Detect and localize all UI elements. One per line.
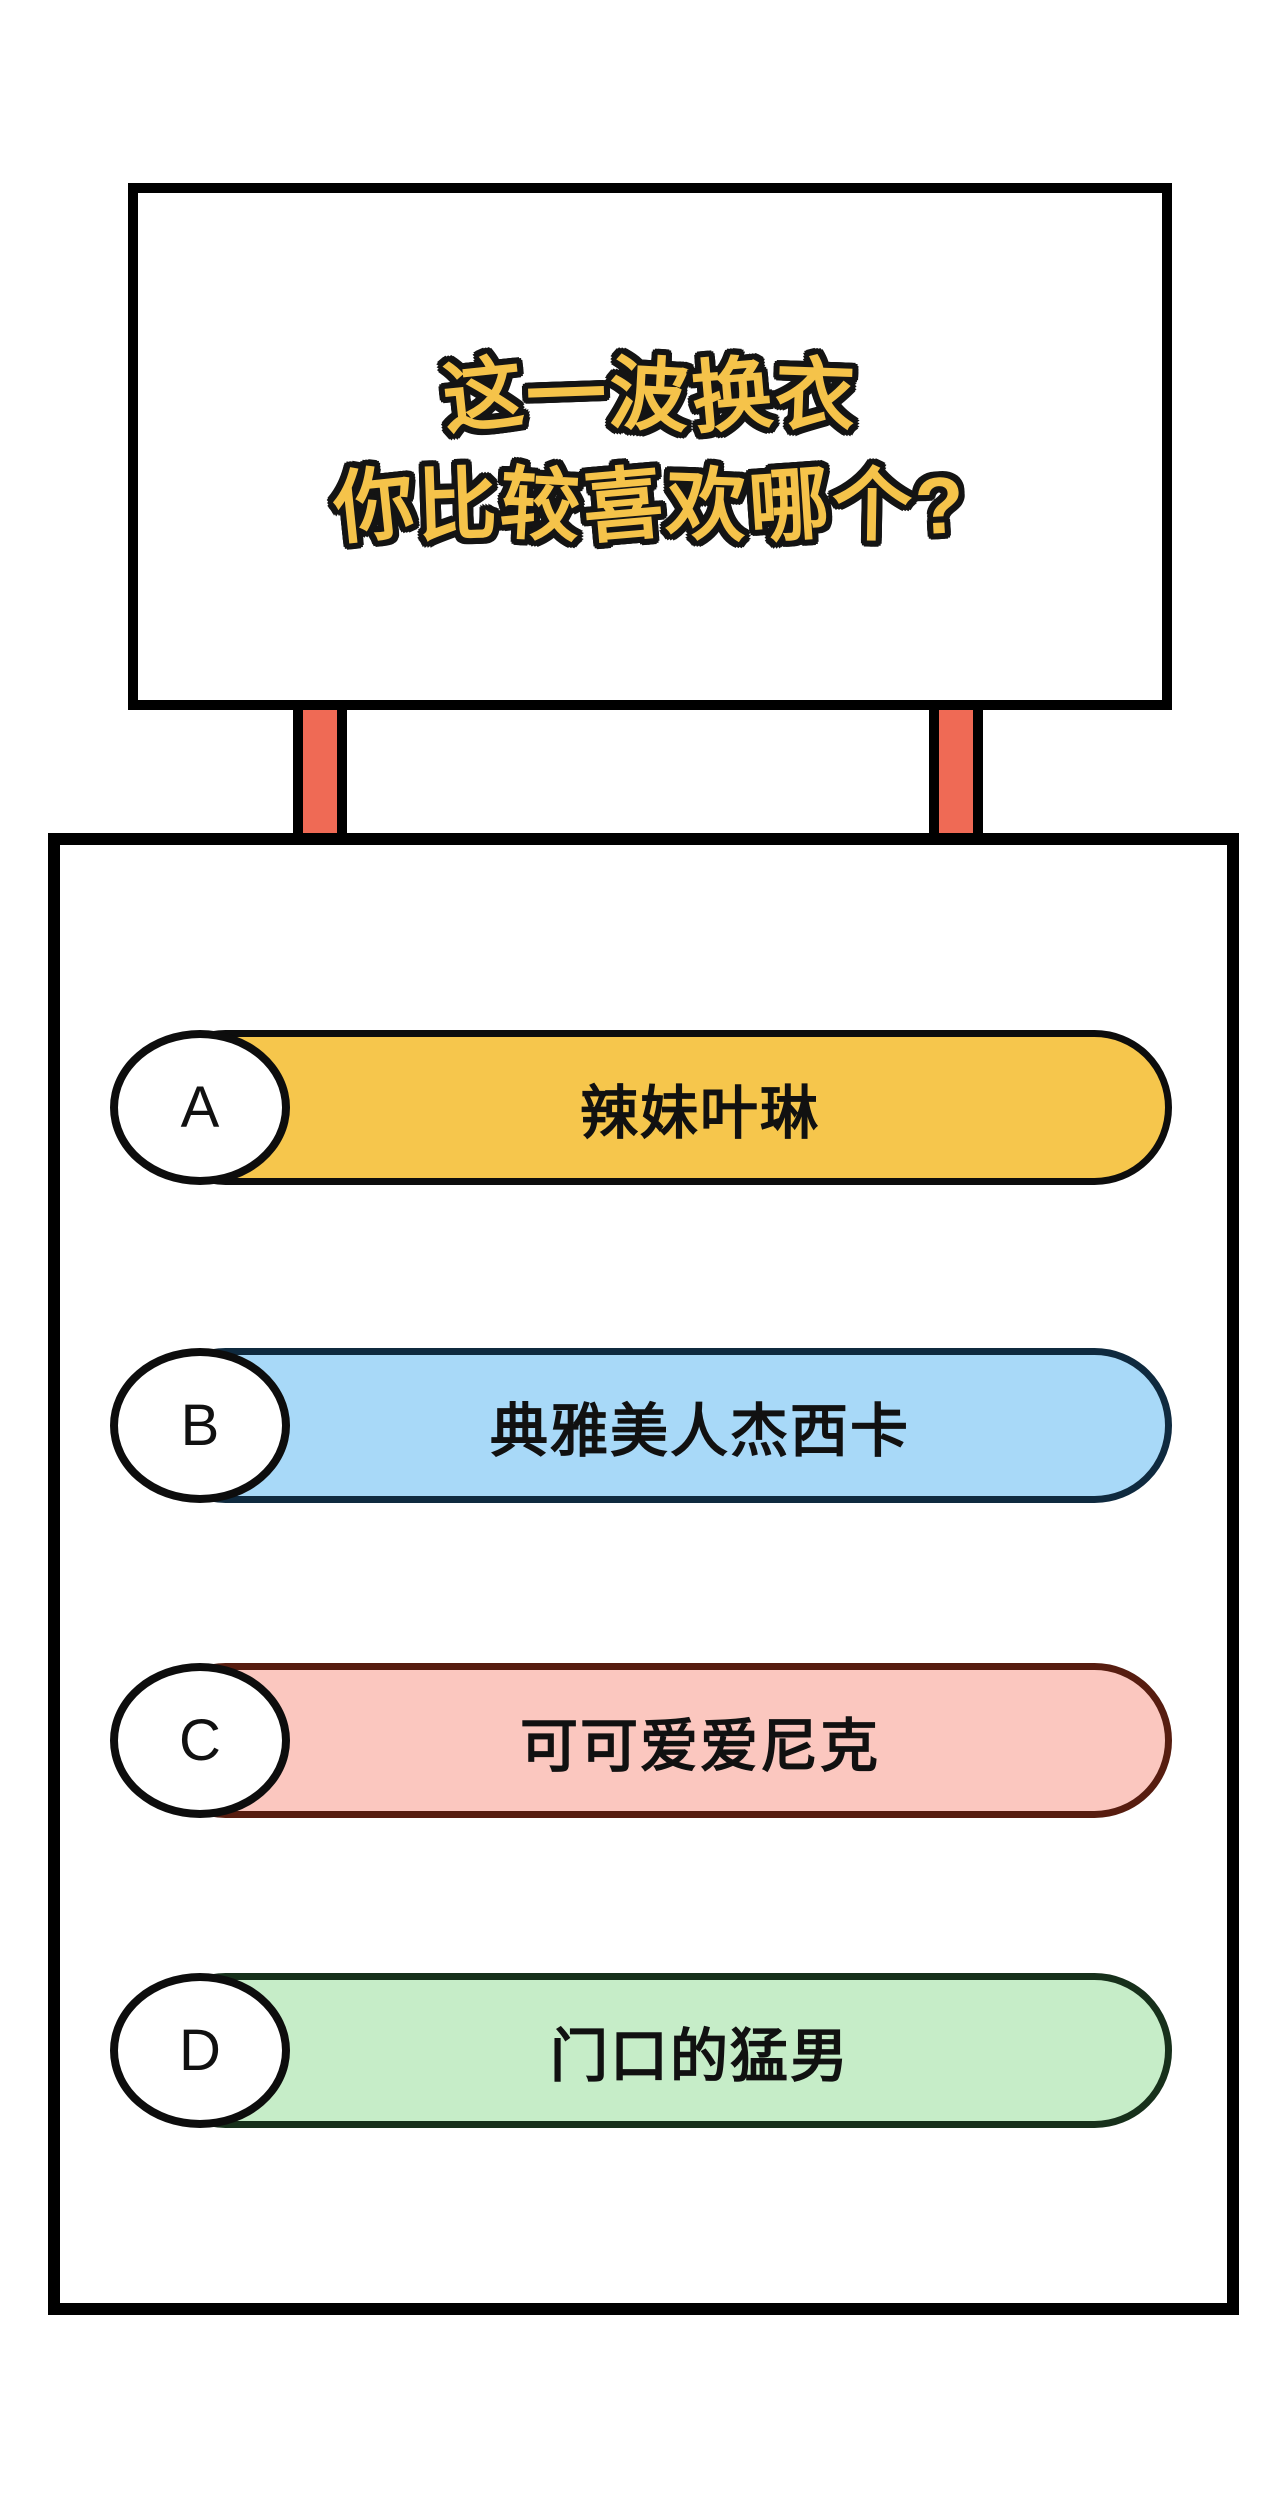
option-a-letter: A <box>180 1075 220 1140</box>
option-b-label: 典雅美人杰西卡 <box>489 1398 910 1464</box>
question-sign-board: 这一波换衣 你比较喜欢哪个? <box>128 183 1172 710</box>
question-title-line2: 你比较喜欢哪个? <box>329 456 969 555</box>
sign-post-right <box>929 700 983 845</box>
option-b-pill[interactable]: 典雅美人杰西卡 <box>148 1348 1172 1503</box>
options-panel: 辣妹叶琳 A 典雅美人杰西卡 B 可可爱爱尼克 C 门口的猛男 <box>48 833 1239 2315</box>
option-b-letter: B <box>180 1393 220 1458</box>
option-b[interactable]: 典雅美人杰西卡 B <box>110 1348 1172 1503</box>
option-c[interactable]: 可可爱爱尼克 C <box>110 1663 1172 1818</box>
option-d-letter: D <box>179 2018 221 2083</box>
option-c-label: 可可爱爱尼克 <box>519 1713 880 1779</box>
option-c-letter: C <box>179 1708 221 1773</box>
option-c-letter-badge: C <box>110 1663 290 1818</box>
option-d-pill[interactable]: 门口的猛男 <box>148 1973 1172 2128</box>
option-c-pill[interactable]: 可可爱爱尼克 <box>148 1663 1172 1818</box>
option-a-letter-badge: A <box>110 1030 290 1185</box>
option-a-pill[interactable]: 辣妹叶琳 <box>148 1030 1172 1185</box>
option-a-label: 辣妹叶琳 <box>579 1080 820 1146</box>
option-b-letter-badge: B <box>110 1348 290 1503</box>
question-title-line1: 这一波换衣 <box>438 346 860 445</box>
option-a[interactable]: 辣妹叶琳 A <box>110 1030 1172 1185</box>
option-d-label: 门口的猛男 <box>549 2023 850 2089</box>
option-d[interactable]: 门口的猛男 D <box>110 1973 1172 2128</box>
option-d-letter-badge: D <box>110 1973 290 2128</box>
sign-post-left <box>293 700 347 845</box>
